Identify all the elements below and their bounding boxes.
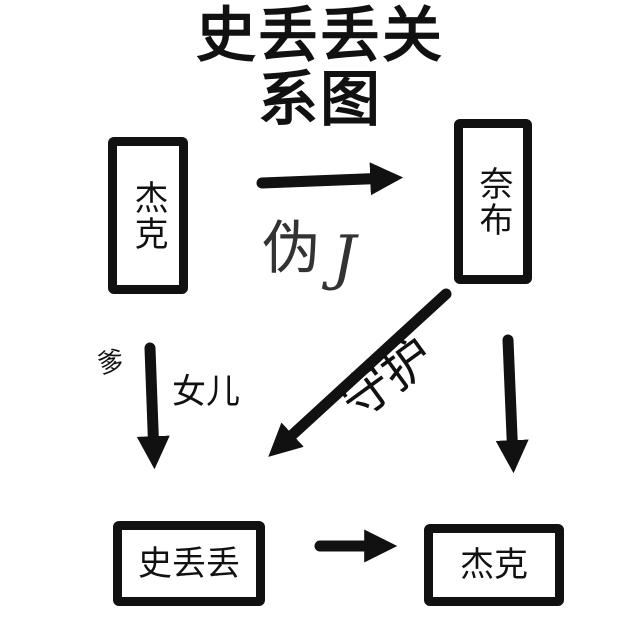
node-jack-top-label: 杰克 bbox=[128, 179, 168, 252]
arrow-nabu-to-shidiudiu bbox=[268, 288, 452, 457]
node-nabu-label: 奈布 bbox=[473, 165, 513, 238]
diagram-title-line-1: 史丢丢关 bbox=[196, 1, 444, 71]
arrow-nabu-to-jack-bottom bbox=[495, 334, 529, 474]
label-daughter: 女儿 bbox=[172, 372, 240, 412]
node-jack-bottom: 杰克 bbox=[424, 524, 564, 606]
diagram-title-line-2: 系图 bbox=[258, 65, 382, 135]
label-fake: 伪 bbox=[262, 214, 321, 282]
node-nabu: 奈布 bbox=[454, 119, 532, 284]
arrow-jack-top-to-shidiudiu bbox=[136, 342, 170, 470]
node-jack-bottom-label: 杰克 bbox=[460, 545, 528, 585]
arrow-jack-to-nabu bbox=[256, 162, 404, 196]
node-shidiudiu: 史丢丢 bbox=[113, 521, 265, 606]
label-fake-script: J bbox=[332, 223, 357, 293]
node-jack-top: 杰克 bbox=[108, 137, 188, 294]
node-shidiudiu-label: 史丢丢 bbox=[138, 543, 240, 584]
